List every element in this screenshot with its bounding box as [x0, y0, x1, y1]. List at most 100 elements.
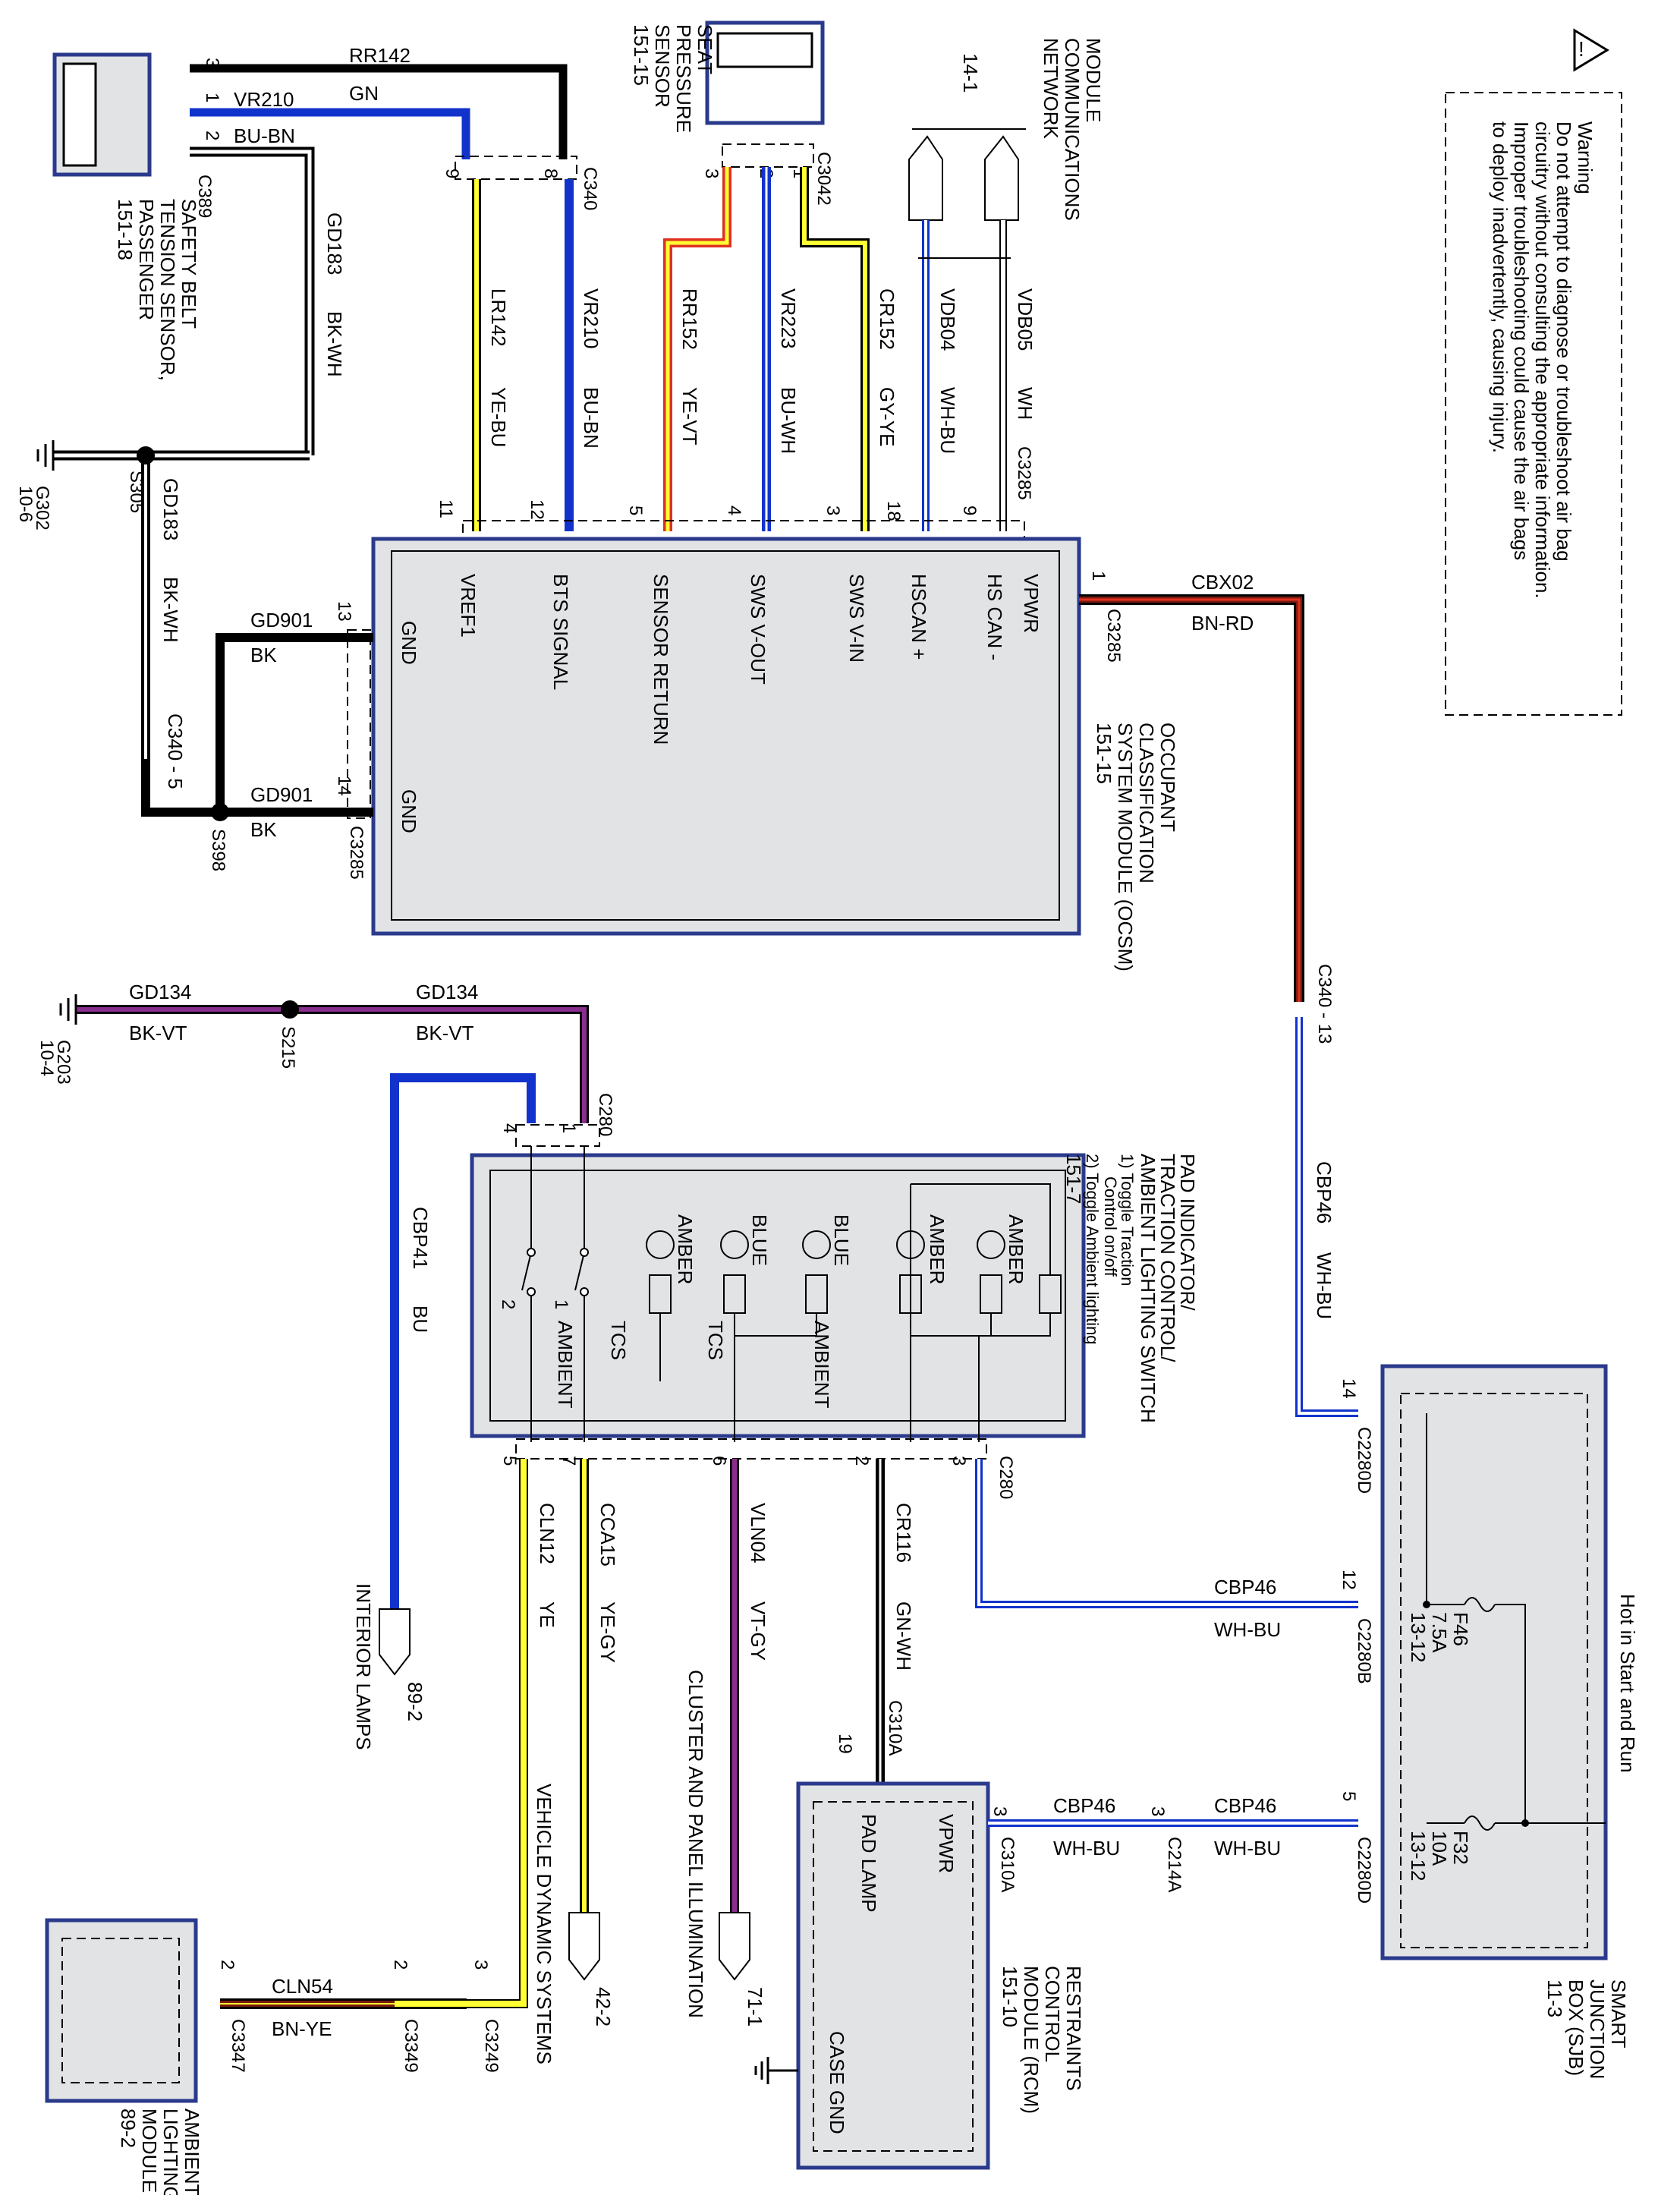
pin-ocsm-14: 14 — [334, 776, 354, 796]
switch-top-connector — [515, 1124, 600, 1147]
connector-c280-top: C280 — [595, 1093, 615, 1136]
svg-text:F32: F32 — [1449, 1831, 1472, 1865]
switch-output-wires — [467, 1459, 1358, 2008]
ocsm-module: VPWR HS CAN - HSCAN + SWS V-IN SWS V-OUT… — [371, 537, 1179, 972]
ground-g203: G203 — [53, 1040, 74, 1085]
svg-text:2) Toggle Ambient lighting: 2) Toggle Ambient lighting — [1083, 1154, 1102, 1345]
pin-rcm-19: 19 — [835, 1734, 855, 1754]
ground-g302-ref: 10-6 — [15, 486, 36, 522]
connector-c280-bottom: C280 — [996, 1456, 1016, 1499]
circuit-cr116: CR116 — [892, 1503, 915, 1563]
pin-c340-9: 9 — [442, 168, 462, 178]
svg-text:AMBIENT: AMBIENT — [181, 2108, 203, 2195]
svg-text:SENSOR RETURN: SENSOR RETURN — [650, 574, 672, 745]
svg-text:PRESSURE: PRESSURE — [672, 24, 695, 133]
pin-switch-1: 1 — [558, 1123, 579, 1133]
svg-text:PAD INDICATOR/: PAD INDICATOR/ — [1176, 1154, 1199, 1311]
connector-c340-outline — [455, 156, 577, 180]
splice-s398 — [211, 803, 229, 821]
svg-text:NETWORK: NETWORK — [1040, 38, 1062, 140]
circuit-vdb05: VDB05 — [1014, 288, 1037, 351]
network-connector-left — [908, 135, 943, 221]
circuit-rr152: RR152 — [678, 288, 701, 350]
vds-label: VEHICLE DYNAMIC SYSTEMS — [533, 1784, 555, 2064]
svg-text:VPWR: VPWR — [1020, 574, 1043, 633]
circuit-cca15: CCA15 — [596, 1503, 619, 1567]
circuit-gd901-b: GD901 — [250, 783, 313, 806]
cluster-connector — [719, 1912, 750, 1981]
svg-text:5: 5 — [1339, 1791, 1359, 1801]
warning-line-3: Improper troubleshooting could cause the… — [1510, 121, 1533, 560]
circuit-cln54-color: BN-YE — [272, 2017, 332, 2040]
svg-text:OCCUPANT: OCCUPANT — [1156, 723, 1179, 832]
network-connector-right — [984, 135, 1019, 221]
svg-text:F46: F46 — [1449, 1612, 1472, 1646]
circuit-bu-bn: BU-BN — [234, 124, 295, 147]
circuit-vr210b-color: BU-BN — [580, 387, 602, 449]
warning-triangle-icon — [1573, 28, 1609, 72]
svg-text:SEAT: SEAT — [694, 24, 716, 74]
circuit-cbx02: CBX02 — [1191, 571, 1254, 594]
svg-text:2: 2 — [851, 1456, 872, 1466]
circuit-cln54: CLN54 — [272, 1975, 333, 1998]
ground-g302: G302 — [32, 486, 52, 531]
svg-text:13-12: 13-12 — [1407, 1831, 1430, 1882]
connector-c3042-outline — [722, 143, 814, 168]
warning-title: Warning — [1574, 121, 1597, 194]
connector-c3285-gnd: C3285 — [346, 826, 367, 880]
circuit-vr223-color: BU-WH — [777, 387, 800, 454]
circuit-cbp46-a: CBP46 — [1313, 1161, 1336, 1223]
svg-text:5: 5 — [625, 505, 646, 515]
connector-c214a: C214A — [1164, 1837, 1184, 1892]
vds-ref: 42-2 — [592, 1987, 615, 2027]
ground-g203-icon — [59, 994, 77, 1025]
svg-text:RESTRAINTS: RESTRAINTS — [1062, 1966, 1085, 2091]
svg-text:4: 4 — [724, 505, 744, 515]
svg-text:MODULE: MODULE — [1082, 38, 1105, 122]
cbx02-wire — [1079, 594, 1304, 1002]
svg-text:9: 9 — [959, 505, 980, 515]
circuit-lr142-color: YE-BU — [487, 387, 510, 447]
svg-text:12: 12 — [1339, 1570, 1359, 1590]
connector-c3249: C3249 — [481, 2019, 502, 2073]
circuit-gd183: GD183 — [323, 213, 346, 275]
circuit-gd901-a: GD901 — [250, 609, 313, 631]
svg-text:2: 2 — [390, 1960, 411, 1970]
svg-text:SAFETY BELT: SAFETY BELT — [178, 199, 200, 329]
svg-text:SENSOR: SENSOR — [651, 24, 674, 108]
svg-text:3: 3 — [1147, 1806, 1168, 1816]
pin-ocsm-13: 13 — [334, 601, 354, 622]
rcm-module: VPWR PAD LAMP CASE GND RESTRAINTS CONTRO… — [796, 1781, 1085, 2170]
pin-seat-3: 3 — [701, 168, 722, 178]
connector-c3285-vpwr: C3285 — [1103, 609, 1124, 663]
svg-text:2: 2 — [217, 1960, 238, 1970]
svg-text:MODULE: MODULE — [138, 2108, 161, 2193]
ground-g203-ref: 10-4 — [36, 1040, 57, 1076]
svg-text:BTS SIGNAL: BTS SIGNAL — [549, 574, 572, 690]
connector-c3285-top: C3285 — [1014, 446, 1034, 500]
connector-c3349: C3349 — [401, 2019, 421, 2073]
cbp46-sjb-wire — [1295, 1017, 1358, 1417]
connector-c2280d-b: C2280D — [1354, 1837, 1374, 1904]
cluster-label: CLUSTER AND PANEL ILLUMINATION — [684, 1670, 707, 2018]
svg-text:3: 3 — [949, 1456, 969, 1466]
svg-text:5: 5 — [499, 1456, 520, 1466]
svg-text:CLASSIFICATION: CLASSIFICATION — [1135, 723, 1158, 883]
svg-text:7.5A: 7.5A — [1428, 1612, 1451, 1653]
svg-text:10A: 10A — [1428, 1831, 1451, 1866]
connector-c310a: C310A — [997, 1837, 1018, 1892]
svg-text:AMBER: AMBER — [926, 1214, 949, 1284]
circuit-gd134-a: GD134 — [129, 981, 191, 1003]
warning-group: ! Warning Do not attempt to diagnose or … — [1445, 28, 1622, 716]
svg-text:89-2: 89-2 — [117, 2108, 140, 2148]
circuit-gd901-a-color: BK — [250, 644, 277, 666]
connector-c3347: C3347 — [228, 2019, 248, 2073]
splice-s305-label: S305 — [126, 471, 146, 513]
svg-text:PASSENGER: PASSENGER — [135, 199, 158, 320]
circuit-gd134-a-color: BK-VT — [129, 1022, 187, 1044]
switch-label-tcs: TCS — [607, 1321, 630, 1360]
svg-text:1: 1 — [551, 1299, 571, 1309]
pin-ocsm-vpwr: 1 — [1088, 571, 1109, 581]
pin-switch-4: 4 — [499, 1123, 520, 1133]
